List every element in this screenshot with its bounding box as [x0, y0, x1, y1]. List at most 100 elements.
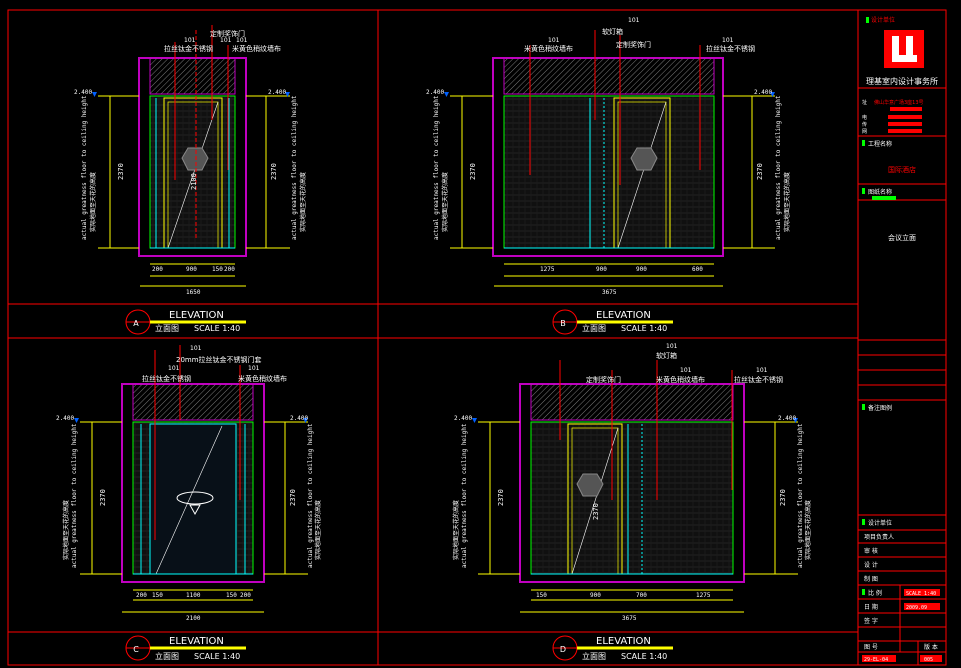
redacted-address: [890, 107, 922, 111]
elevation-panel-a: [92, 25, 290, 287]
caption-c-letter: C: [133, 645, 139, 654]
elev-d-left: 2.400: [454, 415, 472, 422]
tb-project-value: 国际酒店: [888, 165, 916, 174]
tb-scale-value: SCALE 1:40: [906, 591, 936, 597]
dim-a-total: 1650: [186, 289, 201, 296]
elev-b-left: 2.400: [426, 89, 444, 96]
label-c-1: 拉丝钛金不锈钢: [142, 374, 191, 383]
label-a-1: 拉丝钛金不锈钢: [164, 44, 213, 53]
tb-version-value: 005: [924, 657, 933, 663]
dim-d-total: 3675: [622, 615, 637, 622]
dim-c-v1: 2370: [289, 489, 297, 506]
height-en-d-right: actual greatness floor to ceiling height: [797, 423, 804, 568]
dim-a-h0: 200: [152, 266, 163, 273]
dim-d-v2: 2370: [779, 489, 787, 506]
tag-d-0: 101: [666, 343, 678, 350]
dim-c-h3: 150: [226, 592, 237, 599]
redacted-web: [888, 129, 922, 133]
tb-fax-label: 传: [862, 121, 867, 128]
dim-b-h0: 1275: [540, 266, 555, 273]
dim-c-h0: 200: [136, 592, 147, 599]
tb-design-unit: 设计单位: [868, 519, 892, 527]
dim-a-h2: 150: [212, 266, 223, 273]
height-cn-b-right: 实际地面至天花的高度: [783, 172, 791, 232]
tag-c-2: 101: [248, 365, 260, 372]
firm-logo: [884, 30, 924, 68]
tag-a-1: 101: [220, 37, 232, 44]
tag-d-2: 101: [756, 367, 768, 374]
dim-d-h3: 1275: [696, 592, 711, 599]
dim-c-total: 2100: [186, 615, 201, 622]
caption-d-letter: D: [560, 645, 566, 654]
tb-notes-label: 备注图例: [868, 404, 892, 412]
tag-b-0: 101: [548, 37, 560, 44]
tb-addr-label: 址: [862, 99, 867, 106]
caption-b-scale: SCALE 1:40: [621, 324, 667, 333]
dim-b-total: 3675: [602, 289, 617, 296]
tb-design: 设 计: [864, 561, 878, 569]
caption-c: [125, 635, 246, 661]
elev-c-left: 2.400: [56, 415, 74, 422]
caption-b-letter: B: [560, 319, 566, 328]
caption-b-subtitle: 立面图: [582, 323, 606, 333]
height-cn-d-right: 实际地面至天花的高度: [804, 500, 812, 560]
tag-b-2: 101: [722, 37, 734, 44]
dim-c-h1: 150: [152, 592, 163, 599]
dim-d-v1: 2370: [592, 503, 600, 520]
height-cn-a-left: 实际地面至天花的高度: [89, 172, 97, 232]
label-d-1: 定制奖饰门: [586, 375, 621, 384]
tb-review: 审 核: [864, 547, 878, 555]
tb-sign-label: 签 字: [864, 617, 878, 625]
height-cn-b-left: 实际地面至天花的高度: [441, 172, 449, 232]
tag-a-0: 101: [184, 37, 196, 44]
dim-d-h0: 150: [536, 592, 547, 599]
dim-b-h1: 900: [596, 266, 607, 273]
tag-b-1: 101: [628, 17, 640, 24]
tag-d-1: 101: [680, 367, 692, 374]
tag-a-2: 101: [236, 37, 248, 44]
dim-a-h1: 900: [186, 266, 197, 273]
dim-b-h2: 900: [636, 266, 647, 273]
caption-a: [125, 309, 246, 335]
height-cn-a-right: 实际地面至天花的高度: [299, 172, 307, 232]
elev-a-right: 2.400: [268, 89, 286, 96]
label-c-0: 20mm拉丝钛金不锈钢门套: [176, 355, 262, 364]
label-d-0: 软灯箱: [656, 351, 677, 360]
label-a-2: 米黄色稍纹墙布: [232, 44, 281, 53]
dim-a-v2: 2370: [270, 163, 278, 180]
elev-c-right: 2.400: [290, 415, 308, 422]
tb-tel-label: 电: [862, 114, 867, 121]
dim-d-h2: 700: [636, 592, 647, 599]
tb-date-value: 2009.09: [906, 605, 927, 611]
dim-c-h4: 200: [240, 592, 251, 599]
caption-c-title: ELEVATION: [169, 636, 224, 647]
redacted-fax: [888, 122, 922, 126]
caption-a-scale: SCALE 1:40: [194, 324, 240, 333]
dim-c-h2: 1100: [186, 592, 201, 599]
tb-web-label: 网: [862, 129, 867, 135]
elev-d-right: 2.400: [778, 415, 796, 422]
caption-d-subtitle: 立面图: [582, 651, 606, 661]
label-b-3: 拉丝钛金不锈钢: [706, 44, 755, 53]
tb-drawing-label: 图纸名称: [868, 188, 892, 196]
caption-d: [552, 635, 673, 661]
height-en-c-left: actual greatness floor to ceiling height: [71, 423, 78, 568]
caption-c-scale: SCALE 1:40: [194, 652, 240, 661]
dim-c-v0: 2370: [99, 489, 107, 506]
tb-date-label: 日 期: [864, 603, 878, 611]
label-d-3: 拉丝钛金不锈钢: [734, 375, 783, 384]
tb-design-unit-top: 设计单位: [871, 16, 895, 24]
caption-b-title: ELEVATION: [596, 310, 651, 321]
elev-a-left: 2.400: [74, 89, 92, 96]
label-a-0: 定制奖饰门: [210, 29, 245, 38]
height-en-a-right: actual greatness floor to ceiling height: [291, 95, 298, 240]
caption-a-title: ELEVATION: [169, 310, 224, 321]
caption-d-title: ELEVATION: [596, 636, 651, 647]
caption-c-subtitle: 立面图: [155, 651, 179, 661]
tb-scale-label: 比 例: [868, 589, 882, 597]
elev-b-right: 2.400: [754, 89, 772, 96]
elevation-panel-c: [74, 345, 308, 613]
tb-project-label: 工程名称: [868, 140, 892, 148]
redacted-tel: [888, 115, 922, 119]
